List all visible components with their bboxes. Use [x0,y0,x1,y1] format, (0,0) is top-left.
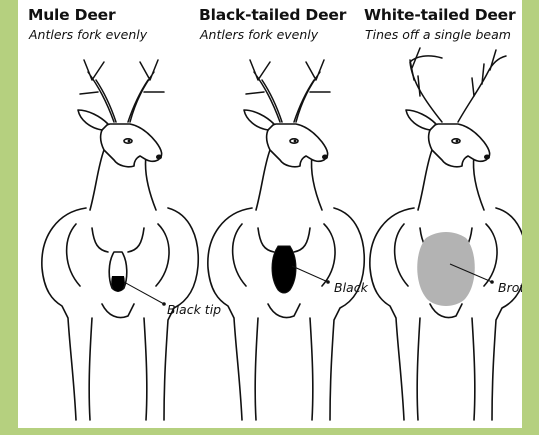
diagram-panel: Mule Deer Antlers fork evenly Black-tail… [18,0,522,428]
black-tailed-deer-callout: Black [334,280,369,295]
deer-illustrations: Black tip Black Brown [18,0,522,428]
mule-deer-callout: Black tip [167,302,221,317]
black-tailed-deer-illustration: Black [208,60,369,420]
white-tailed-deer-brown-patch [417,232,475,306]
mule-deer-illustration: Black tip [42,60,221,420]
black-tailed-deer-black-tail [272,246,296,293]
white-tailed-deer-callout: Brown [498,280,522,295]
white-tailed-deer-illustration: Brown [370,48,522,420]
